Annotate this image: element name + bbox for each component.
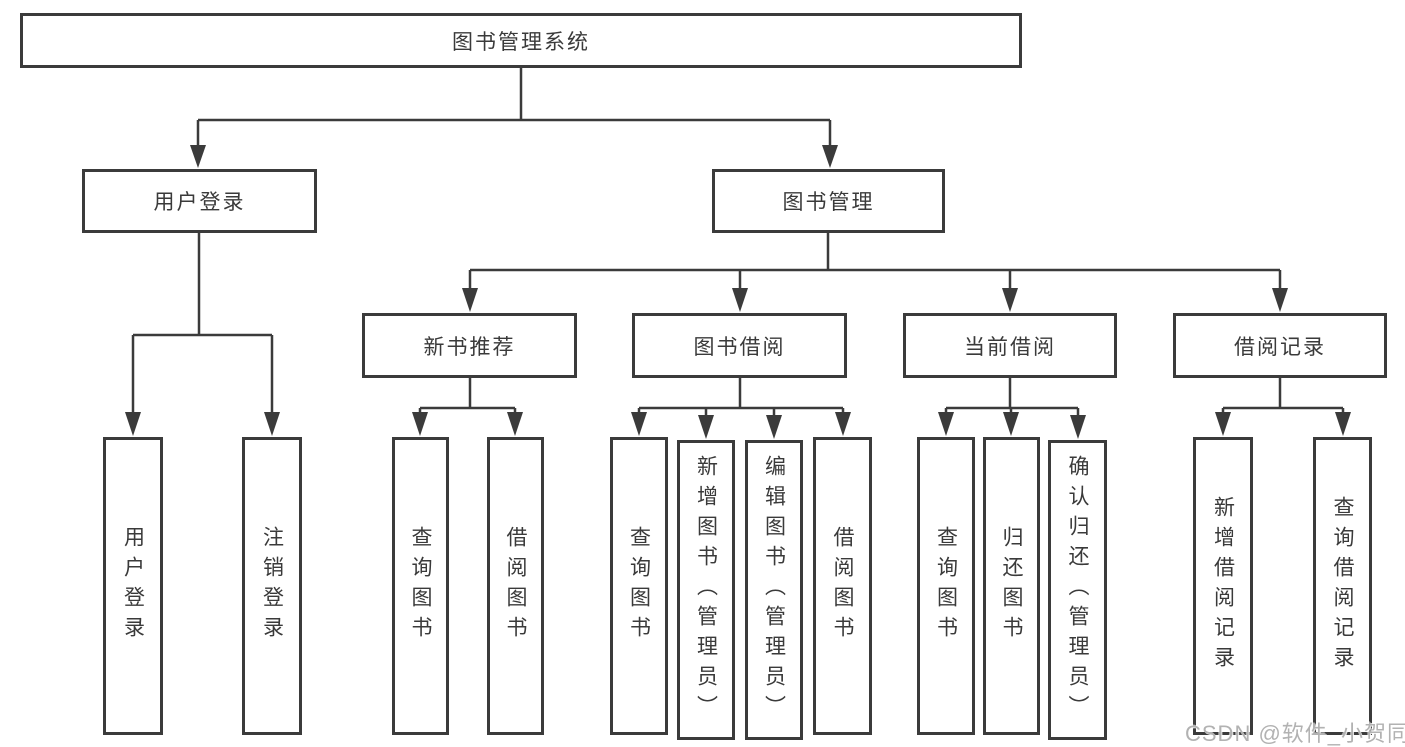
node-return-books: 归还图书 xyxy=(983,437,1040,735)
node-label: 注销登录 xyxy=(260,526,284,646)
node-label: 查询图书 xyxy=(409,526,432,646)
node-book-borrow: 图书借阅 xyxy=(632,313,847,378)
connector-root-to-level2 xyxy=(196,68,832,146)
node-root: 图书管理系统 xyxy=(20,13,1022,68)
connector-current-borrow-children xyxy=(944,378,1080,416)
node-label: 图书管理 xyxy=(782,191,875,214)
node-label: 新增借阅记录 xyxy=(1211,496,1235,676)
node-add-books-admin: 新增图书（管理员） xyxy=(677,440,735,740)
node-edit-books-admin: 编辑图书（管理员） xyxy=(745,440,803,740)
connector-user-login-children xyxy=(131,233,274,414)
node-label: 图书借阅 xyxy=(693,335,786,359)
arrowheads-level3 xyxy=(462,288,1288,312)
node-label: 用户登录 xyxy=(121,526,145,646)
node-label: 编辑图书（管理员） xyxy=(762,455,786,725)
connector-borrow-record-children xyxy=(1221,378,1345,414)
node-current-borrow: 当前借阅 xyxy=(903,313,1117,378)
node-confirm-return-admin: 确认归还（管理员） xyxy=(1048,440,1107,740)
node-query-books-1: 查询图书 xyxy=(392,437,449,735)
node-user-login: 用户登录 xyxy=(82,169,317,233)
watermark: CSDN @软件_小贺同学 xyxy=(1185,721,1405,746)
node-label: 新书推荐 xyxy=(423,335,516,359)
node-label: 用户登录 xyxy=(153,191,246,214)
node-label: 当前借阅 xyxy=(964,335,1056,359)
node-label: 查询图书 xyxy=(627,526,651,646)
node-logout: 注销登录 xyxy=(242,437,302,735)
node-borrow-record: 借阅记录 xyxy=(1173,313,1387,378)
node-label: 确认归还（管理员） xyxy=(1066,455,1089,725)
node-label: 查询借阅记录 xyxy=(1331,496,1354,676)
connector-book-borrow-children xyxy=(637,378,845,416)
connector-book-mgmt-to-level3 xyxy=(468,233,1282,289)
node-add-borrow-record: 新增借阅记录 xyxy=(1193,437,1253,735)
arrowheads-level2 xyxy=(190,145,838,168)
node-label: 借阅记录 xyxy=(1234,335,1326,359)
node-label: 图书管理系统 xyxy=(452,30,590,54)
node-borrow-books-2: 借阅图书 xyxy=(813,437,872,735)
arrowheads-borrow-record-children xyxy=(1215,412,1351,436)
node-label: 查询图书 xyxy=(934,526,958,646)
arrowheads-new-book-children xyxy=(412,412,523,436)
node-query-books-3: 查询图书 xyxy=(917,437,975,735)
node-book-management: 图书管理 xyxy=(712,169,945,233)
connector-new-book-children xyxy=(418,378,517,414)
node-new-book-recommend: 新书推荐 xyxy=(362,313,577,378)
node-user-login-leaf: 用户登录 xyxy=(103,437,163,735)
arrowheads-user-login-children xyxy=(125,412,280,436)
node-query-books-2: 查询图书 xyxy=(610,437,668,735)
arrowheads-book-borrow-children xyxy=(631,412,851,439)
node-label: 借阅图书 xyxy=(504,526,527,646)
arrowheads-current-borrow-children xyxy=(938,412,1086,439)
node-label: 新增图书（管理员） xyxy=(694,455,718,725)
node-label: 借阅图书 xyxy=(831,526,854,646)
node-borrow-books-1: 借阅图书 xyxy=(487,437,544,735)
node-query-borrow-record: 查询借阅记录 xyxy=(1313,437,1372,735)
node-label: 归还图书 xyxy=(1000,526,1023,646)
